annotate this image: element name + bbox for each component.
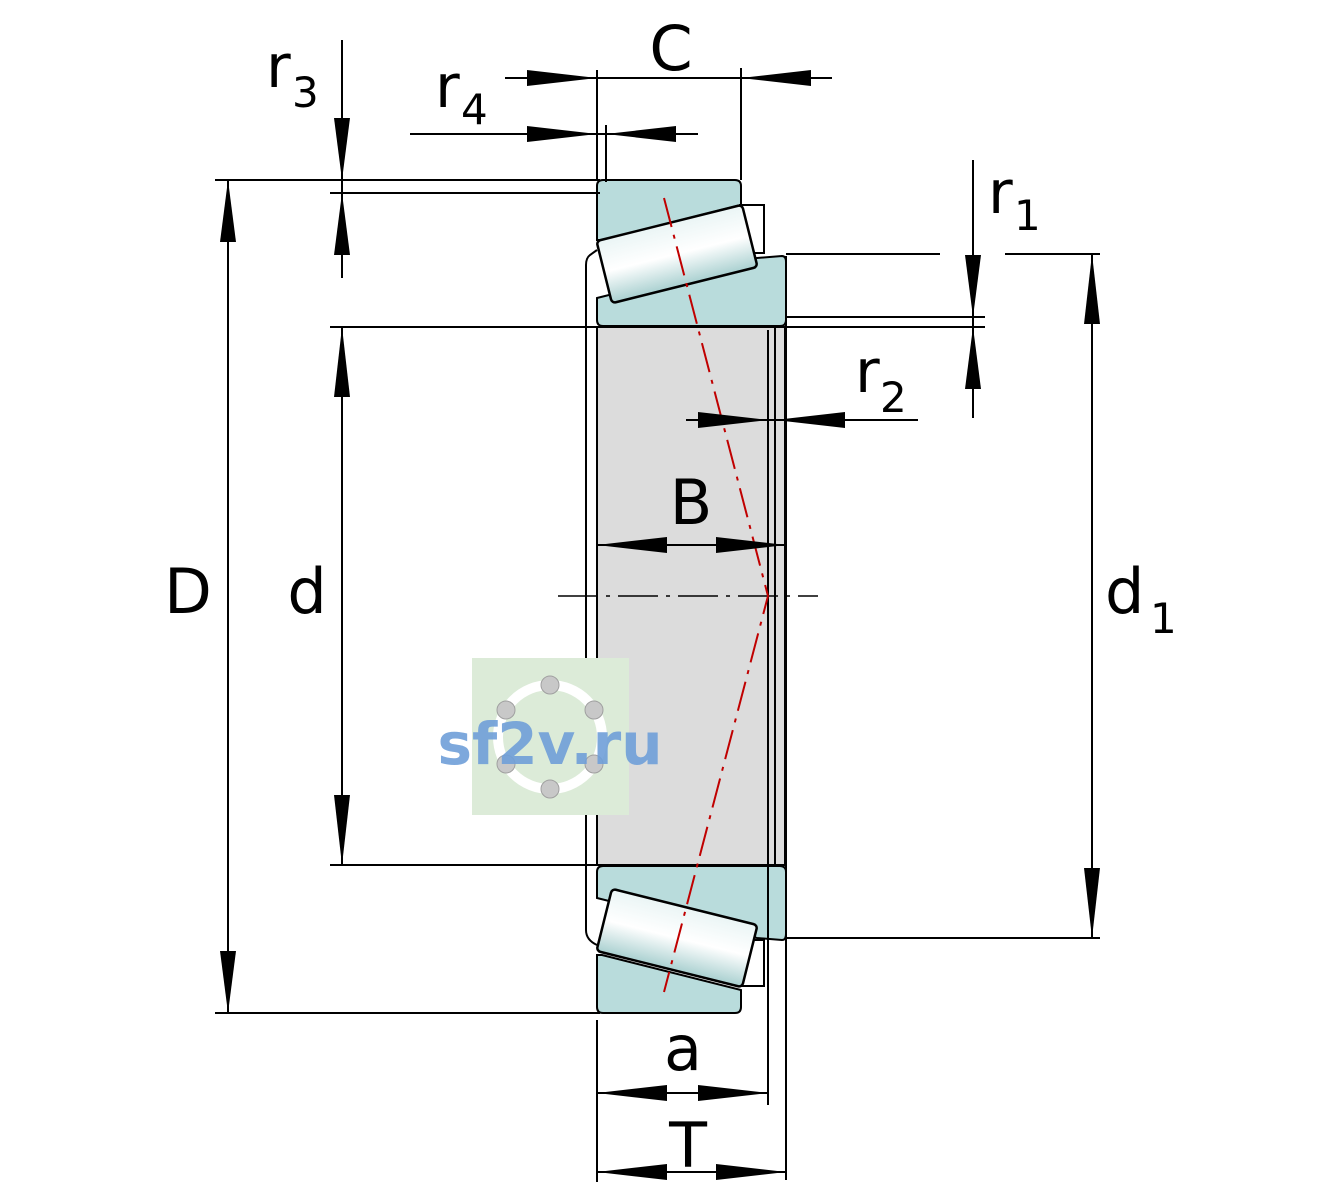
inner-ring-rib-left: [585, 249, 598, 946]
label-d: d: [287, 555, 326, 628]
dimension-labels: C r 3 r 4 r 1 r 2 D d B d 1 a T: [164, 12, 1177, 1182]
label-C: C: [649, 12, 692, 85]
label-d1: d: [1105, 555, 1144, 628]
roller-bottom: [596, 888, 758, 988]
label-r1: r: [988, 158, 1013, 228]
label-r3: r: [266, 32, 291, 102]
label-a: a: [664, 1012, 702, 1085]
roller-top: [596, 204, 758, 304]
label-r4-sub: 4: [461, 85, 488, 134]
centerlines: [558, 197, 818, 993]
label-r1-sub: 1: [1014, 191, 1041, 240]
watermark-logo: sf2v.ru: [437, 658, 663, 815]
pressure-cone-line: [663, 197, 770, 993]
watermark-text: sf2v.ru: [437, 710, 662, 778]
arrowheads: [220, 70, 1100, 1180]
label-r3-sub: 3: [292, 68, 319, 117]
label-r2: r: [855, 337, 880, 407]
label-B: B: [670, 466, 713, 539]
label-D: D: [164, 555, 212, 628]
label-T: T: [668, 1109, 708, 1182]
label-r4: r: [435, 52, 460, 122]
inner-ring-top: [596, 254, 787, 327]
label-d1-sub: 1: [1150, 594, 1177, 643]
label-r2-sub: 2: [880, 373, 907, 422]
